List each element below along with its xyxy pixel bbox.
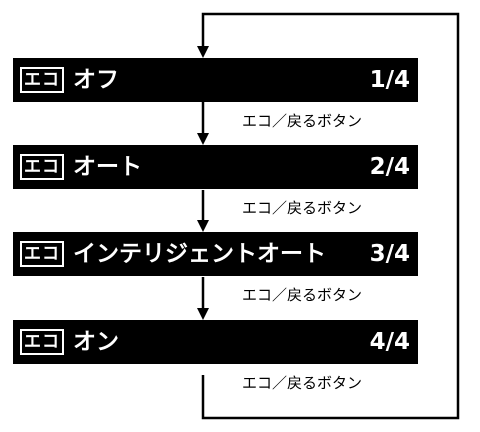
mode-name-off: オフ: [73, 67, 119, 93]
loop-back-line: [201, 12, 460, 420]
mode-index-on: 4/4: [369, 329, 410, 355]
arrowhead-into-on: [197, 308, 209, 320]
mode-index-intelligent-auto: 3/4: [369, 241, 410, 267]
eco-badge: エコ: [20, 67, 64, 93]
mode-name-intelligent-auto: インテリジェントオート: [73, 241, 326, 267]
eco-badge: エコ: [20, 329, 64, 355]
mode-index-auto: 2/4: [369, 154, 410, 180]
transition-label-2: エコ／戻るボタン: [242, 199, 363, 217]
mode-name-on: オン: [73, 329, 119, 355]
arrowhead-into-intelligent: [197, 220, 209, 232]
arrowhead-into-off: [197, 46, 209, 58]
mode-bar-on: エコ オン 4/4: [13, 320, 418, 364]
transition-label-4: エコ／戻るボタン: [242, 374, 363, 392]
mode-name-auto: オート: [73, 154, 142, 180]
transition-label-3: エコ／戻るボタン: [242, 286, 363, 304]
mode-index-off: 1/4: [369, 67, 410, 93]
eco-badge: エコ: [20, 154, 64, 180]
transition-label-1: エコ／戻るボタン: [242, 112, 363, 130]
mode-bar-intelligent-auto: エコ インテリジェントオート 3/4: [13, 232, 418, 276]
mode-bar-auto: エコ オート 2/4: [13, 145, 418, 189]
eco-badge: エコ: [20, 241, 64, 267]
arrowhead-into-auto: [197, 133, 209, 145]
mode-bar-off: エコ オフ 1/4: [13, 58, 418, 102]
